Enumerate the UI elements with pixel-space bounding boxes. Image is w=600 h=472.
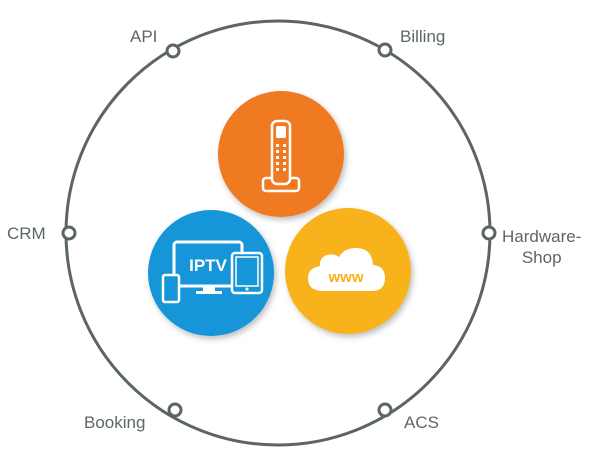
label-hardware-shop-line1: Hardware-	[502, 227, 582, 246]
ring-node-hardware-shop[interactable]	[481, 225, 497, 241]
label-api: API	[130, 27, 158, 46]
ring-node-booking[interactable]	[167, 402, 183, 418]
label-crm: CRM	[7, 224, 46, 243]
ring-node-acs[interactable]	[377, 402, 393, 418]
ring-node-crm[interactable]	[61, 225, 77, 241]
www-service[interactable]: www	[285, 208, 411, 334]
iptv-service[interactable]: IPTV	[148, 210, 274, 336]
www-label: www	[327, 269, 363, 286]
devices-icon: IPTV	[161, 240, 264, 304]
ring-node-billing[interactable]	[377, 42, 393, 58]
label-booking: Booking	[84, 413, 146, 432]
cloud-icon: www	[308, 248, 385, 291]
label-billing: Billing	[400, 27, 446, 46]
iptv-label: IPTV	[189, 256, 227, 275]
ring-node-api[interactable]	[165, 43, 181, 59]
outer-ring	[64, 19, 492, 447]
label-hardware-shop-line2: Shop	[521, 248, 562, 267]
label-acs: ACS	[404, 413, 439, 432]
phone-service[interactable]	[218, 91, 344, 217]
label-hardware-shop: Hardware- Shop	[502, 226, 581, 268]
cordless-phone-icon	[261, 119, 301, 193]
